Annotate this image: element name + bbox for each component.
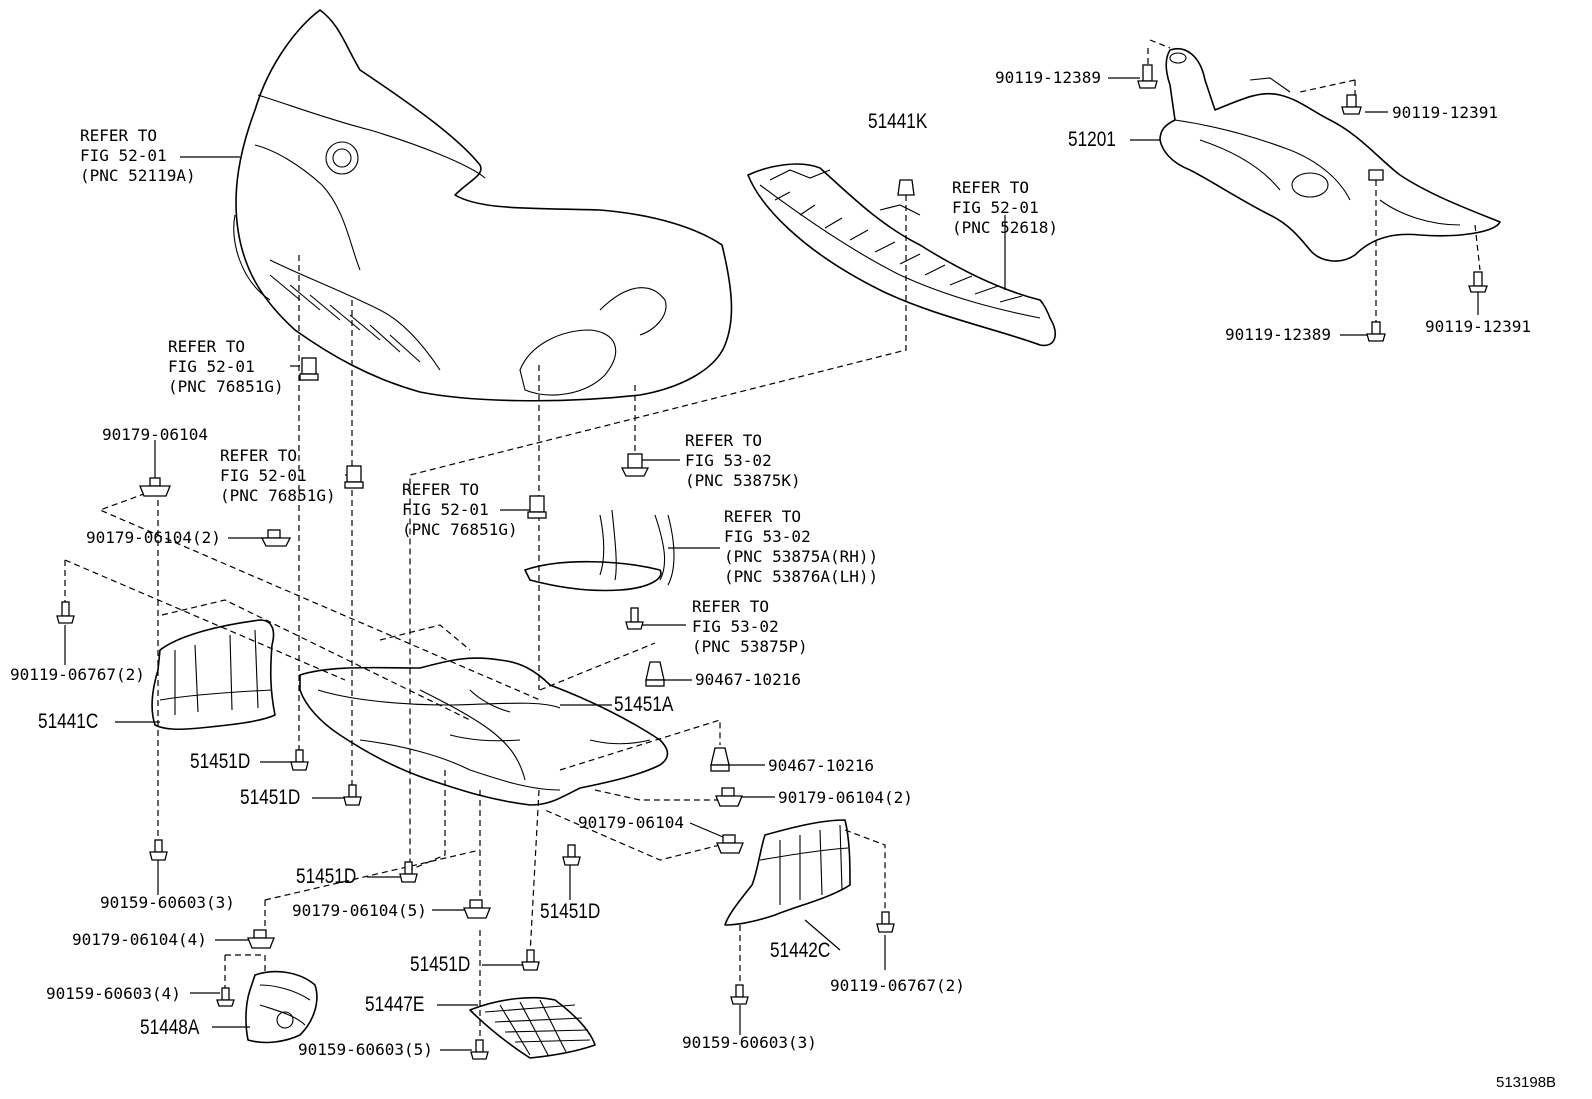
label-90179-06104-5: 90179-06104(5) [292,901,427,920]
label-90159-60603-3a: 90159-60603(3) [100,893,235,912]
label-51441c: 51441C [38,710,99,733]
part-51448a-drawing [245,970,318,1044]
label-51451d-4: 51451D [540,900,601,923]
label-90179-06104-2a: 90179-06104(2) [86,528,221,547]
label-51451d-3: 51451D [296,865,357,888]
label-90119-06767-2b: 90119-06767(2) [830,976,965,995]
part-51451a-drawing [299,657,669,806]
part-51201-drawing [1159,48,1501,262]
front-bumper-cover [233,9,733,402]
label-refer-53875p: REFER TO FIG 53-02 (PNC 53875P) [692,597,808,656]
label-refer-76851g-1: REFER TO FIG 52-01 (PNC 76851G) [168,337,284,396]
part-51447e-drawing [469,996,596,1059]
label-51451d-1: 51451D [190,750,251,773]
fender-liner-drawing [524,509,675,592]
fasteners [56,64,1488,1060]
label-90467-10216-b: 90467-10216 [768,756,874,775]
label-51442c: 51442C [770,939,831,962]
label-51451a: 51451A [614,693,674,716]
label-51447e: 51447E [365,993,425,1016]
label-refer-53875a: REFER TO FIG 53-02 (PNC 53875A(RH)) (PNC… [724,507,879,586]
label-refer-52119a: REFER TO FIG 52-01 (PNC 52119A) [80,126,196,185]
label-refer-53875k: REFER TO FIG 53-02 (PNC 53875K) [685,431,801,490]
part-51441c-drawing [151,619,276,731]
dashed-reference-lines [64,39,1481,1040]
label-90179-06104-4: 90179-06104(4) [72,930,207,949]
part-51441k-drawing [747,163,1056,347]
label-90179-06104-a: 90179-06104 [102,425,208,444]
leader-lines [64,77,1479,1051]
label-90179-06104-b: 90179-06104 [578,813,684,832]
label-90159-60603-5: 90159-60603(5) [298,1040,433,1059]
label-51448a: 51448A [140,1016,200,1039]
label-90179-06104-2b: 90179-06104(2) [778,788,913,807]
label-90119-12391-bottom: 90119-12391 [1425,317,1531,336]
label-90159-60603-4: 90159-60603(4) [46,984,181,1003]
label-90119-12389-bottom: 90119-12389 [1225,325,1331,344]
label-51441k: 51441K [868,110,928,133]
label-90467-10216-a: 90467-10216 [695,670,801,689]
part-51442c-drawing [724,819,851,926]
label-refer-76851g-2: REFER TO FIG 52-01 (PNC 76851G) [220,446,336,505]
label-90159-60603-3b: 90159-60603(3) [682,1033,817,1052]
label-51201: 51201 [1068,128,1116,151]
label-refer-52618: REFER TO FIG 52-01 (PNC 52618) [952,178,1058,237]
label-refer-76851g-3: REFER TO FIG 52-01 (PNC 76851G) [402,480,518,539]
label-51451d-5: 51451D [410,953,471,976]
label-90119-06767-2a: 90119-06767(2) [10,665,145,684]
label-90119-12389-top: 90119-12389 [995,68,1101,87]
label-51451d-2: 51451D [240,786,301,809]
label-90119-12391-top: 90119-12391 [1392,103,1498,122]
diagram-code: 513198B [1496,1074,1557,1091]
